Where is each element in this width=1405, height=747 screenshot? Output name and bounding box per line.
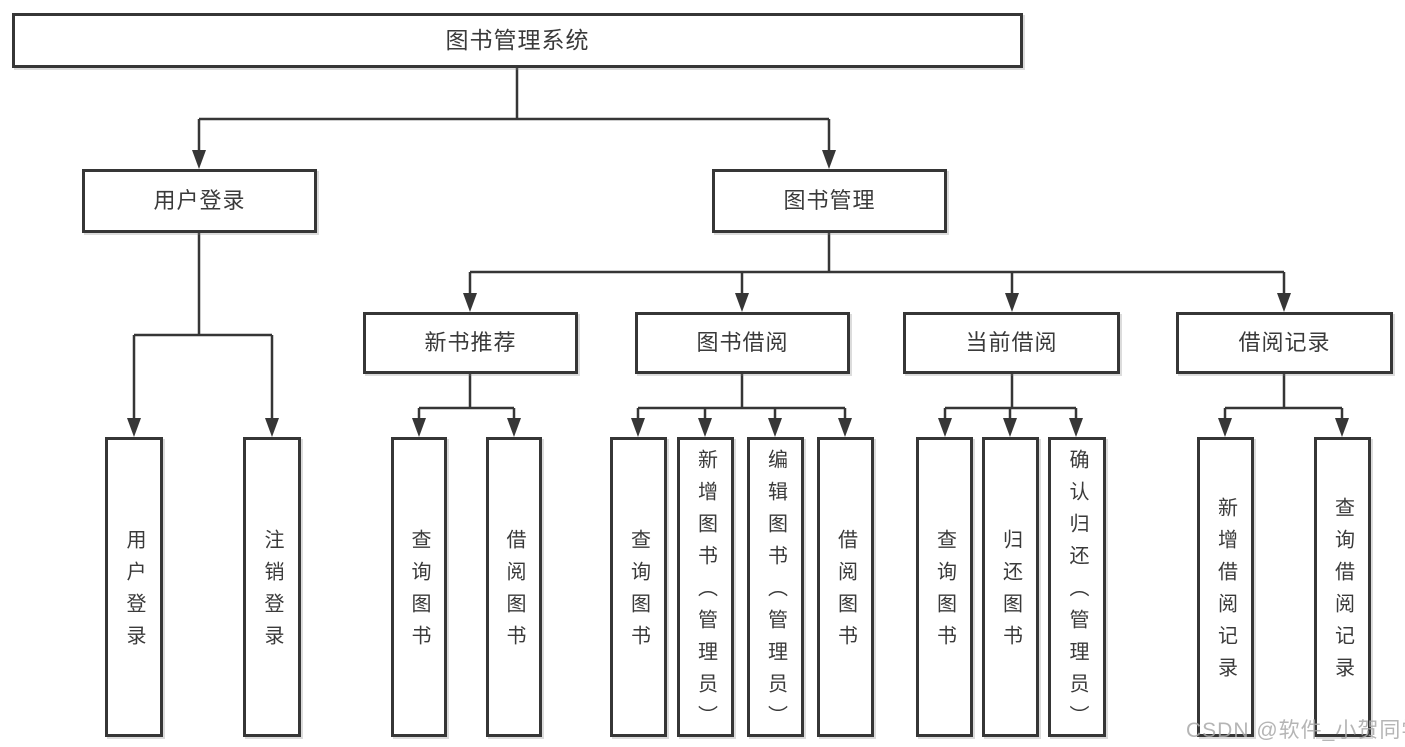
node-label: 图书借阅 <box>696 330 789 355</box>
node-label: 新增借阅记录 <box>1214 497 1237 689</box>
leaf-add-borrow-record: 新增借阅记录 <box>1197 437 1254 737</box>
node-label: 查询图书 <box>408 529 430 657</box>
leaf-query-borrow-record: 查询借阅记录 <box>1314 437 1371 737</box>
node-user-login: 用户登录 <box>82 169 317 233</box>
node-label: 用户登录 <box>123 529 145 657</box>
node-label: 新书推荐 <box>424 330 517 355</box>
leaf-query-books-recommend: 查询图书 <box>391 437 447 737</box>
node-label: 图书管理系统 <box>445 27 590 53</box>
node-label: 当前借阅 <box>965 330 1058 355</box>
leaf-borrow-books-recommend: 借阅图书 <box>486 437 542 737</box>
leaf-return-books: 归还图书 <box>982 437 1039 737</box>
leaf-logout: 注销登录 <box>243 437 301 737</box>
node-label: 借阅图书 <box>503 529 525 657</box>
node-borrowing-records: 借阅记录 <box>1176 312 1393 374</box>
node-label: 归还图书 <box>999 529 1022 657</box>
leaf-query-books-borrowing: 查询图书 <box>610 437 667 737</box>
leaf-confirm-return-admin: 确认归还（管理员） <box>1048 437 1106 737</box>
node-label: 借阅图书 <box>834 529 857 657</box>
leaf-user-login: 用户登录 <box>105 437 163 737</box>
node-label: 用户登录 <box>153 188 246 213</box>
node-library-management-system: 图书管理系统 <box>12 13 1023 68</box>
leaf-query-books-current: 查询图书 <box>916 437 973 737</box>
node-label: 确认归还（管理员） <box>1066 449 1088 737</box>
node-label: 注销登录 <box>261 529 283 657</box>
node-label: 新增图书（管理员） <box>694 449 717 737</box>
node-current-borrowing: 当前借阅 <box>903 312 1120 374</box>
leaf-add-book-admin: 新增图书（管理员） <box>677 437 734 737</box>
leaf-edit-book-admin: 编辑图书（管理员） <box>747 437 804 737</box>
csdn-watermark: CSDN @软件_小贺同学 <box>1186 719 1405 742</box>
arrowheads <box>127 150 1349 437</box>
node-book-management: 图书管理 <box>712 169 947 233</box>
node-label: 查询借阅记录 <box>1331 497 1354 689</box>
node-label: 编辑图书（管理员） <box>764 449 787 737</box>
node-new-book-recommend: 新书推荐 <box>363 312 578 374</box>
leaf-borrow-books-borrowing: 借阅图书 <box>817 437 874 737</box>
node-label: 查询图书 <box>933 529 956 657</box>
node-label: 查询图书 <box>627 529 650 657</box>
node-book-borrowing: 图书借阅 <box>635 312 850 374</box>
node-label: 借阅记录 <box>1238 330 1331 355</box>
node-label: 图书管理 <box>783 188 876 213</box>
